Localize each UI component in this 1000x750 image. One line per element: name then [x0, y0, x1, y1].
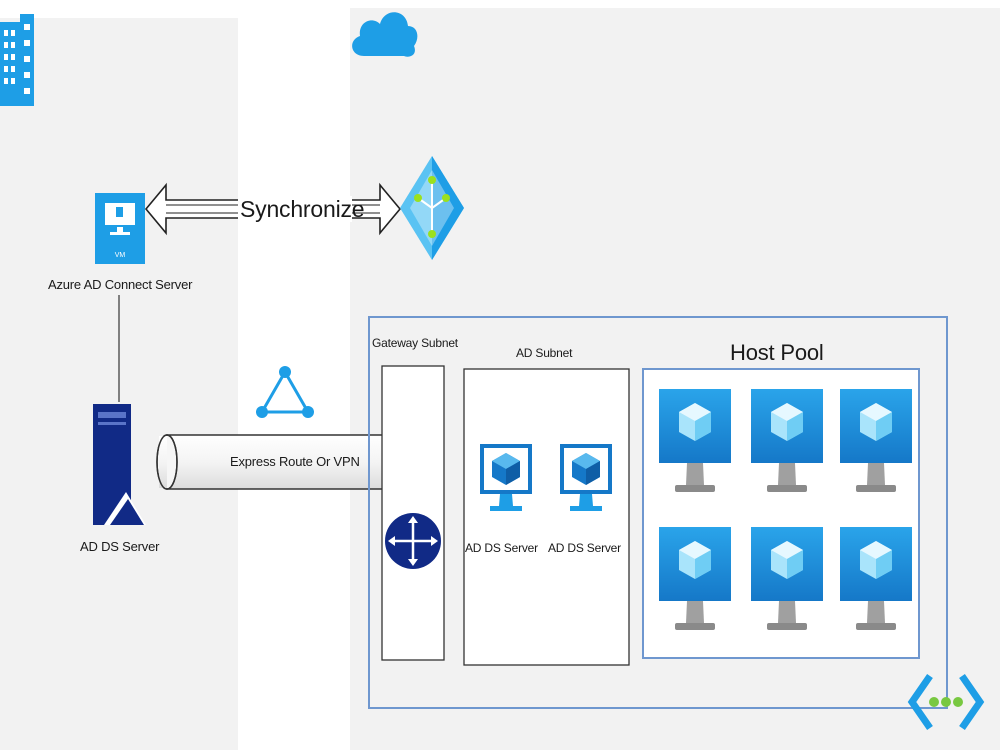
synchronize-label: Synchronize	[240, 196, 365, 222]
cloud-icon	[352, 12, 418, 57]
ad-subnet-box	[463, 368, 630, 666]
monitor-server-icon: VM	[95, 193, 145, 264]
virtual-network-icon	[907, 674, 985, 730]
ad-ds-azure-label-1: AD DS Server	[465, 541, 538, 555]
ad-subnet-label: AD Subnet	[516, 346, 573, 360]
server-tower-icon	[93, 404, 146, 525]
synchronize-arrow	[144, 182, 402, 236]
router-icon	[385, 513, 441, 569]
vm-badge: VM	[115, 252, 126, 259]
express-route-label: Express Route Or VPN	[230, 454, 360, 469]
ad-ds-azure-label-2: AD DS Server	[548, 541, 621, 555]
expressroute-triangle-icon	[256, 366, 314, 418]
vnet-boundary	[368, 316, 948, 709]
azure-ad-pyramid-icon	[400, 156, 464, 260]
gateway-subnet-box	[381, 365, 445, 661]
expressroute-pipe	[156, 434, 410, 490]
host-pool-label: Host Pool	[730, 340, 824, 365]
building-icon	[0, 14, 34, 106]
ad-ds-onprem-label: AD DS Server	[80, 539, 160, 554]
aad-connect-label: Azure AD Connect Server	[48, 277, 193, 292]
gateway-subnet-label: Gateway Subnet	[372, 336, 458, 350]
